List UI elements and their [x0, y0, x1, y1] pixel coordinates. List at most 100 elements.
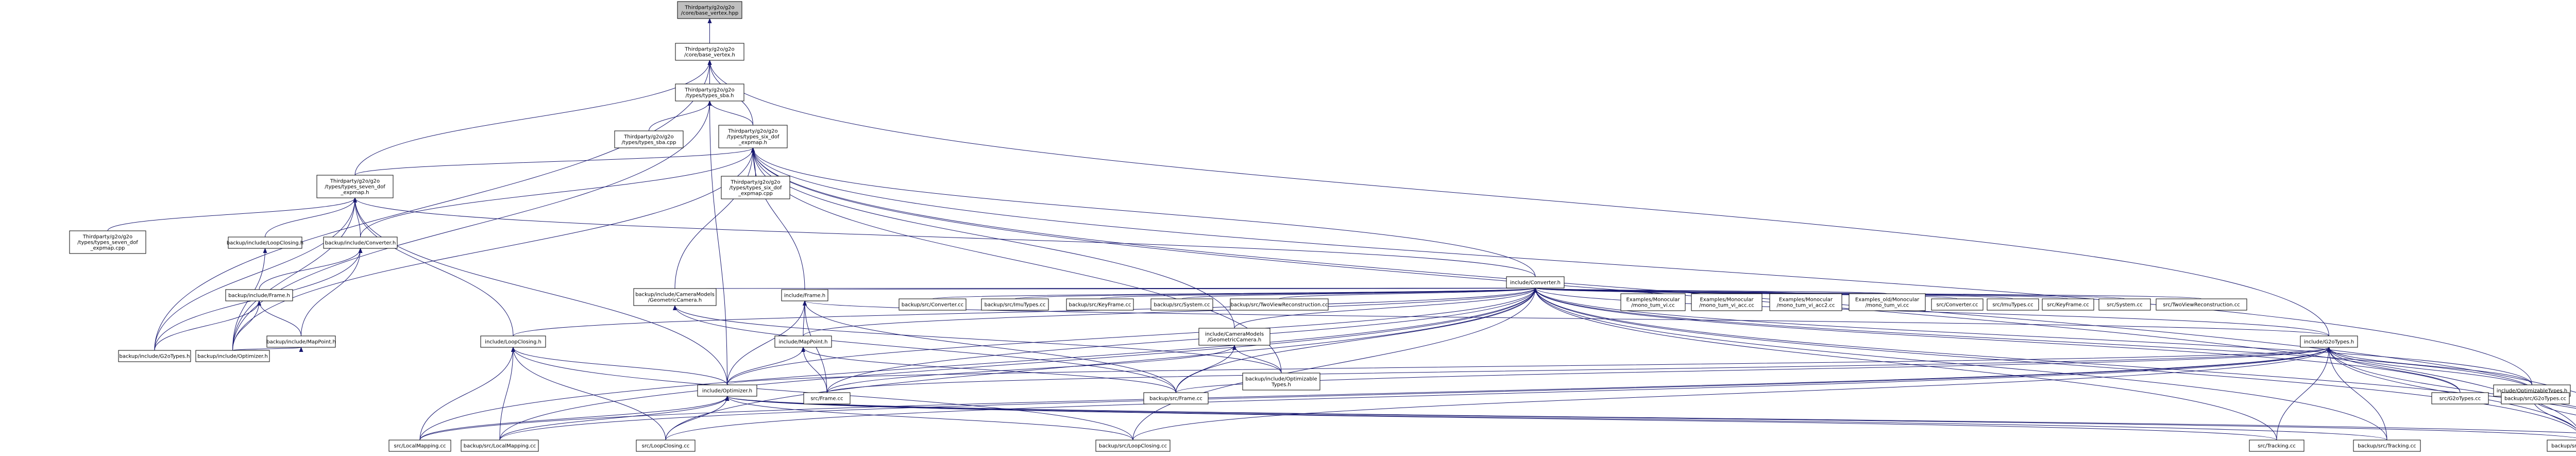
node-box[interactable] [316, 175, 394, 198]
node-box[interactable] [774, 335, 832, 348]
node-b-src-tvr[interactable]: backup/src/TwoViewReconstruction.cc [1230, 298, 1329, 311]
node-box[interactable] [1242, 373, 1320, 391]
node-box[interactable] [1620, 293, 1686, 311]
node-src-lc[interactable]: src/LoopClosing.cc [636, 440, 696, 452]
node-sba-h[interactable]: Thirdparty/g2o/g2o/types/types_sba.h [675, 83, 744, 102]
node-b-src-kf[interactable]: backup/src/KeyFrame.cc [1066, 298, 1134, 311]
edge-src_opt-to-inc_g2o [2327, 347, 2576, 407]
edge-inc_conv-to-six_h [751, 147, 1536, 277]
node-box[interactable] [1095, 440, 1171, 452]
node-ex-mono-acc2[interactable]: Examples/Monocular/mono_tum_vi_acc2.cc [1769, 293, 1842, 311]
node-box[interactable] [2156, 298, 2247, 311]
node-b-src-conv[interactable]: backup/src/Converter.cc [899, 298, 967, 311]
node-box[interactable] [677, 1, 742, 19]
node-inc-mp[interactable]: include/MapPoint.h [774, 335, 832, 348]
node-box[interactable] [636, 440, 696, 452]
node-box[interactable] [721, 176, 790, 199]
node-b-inc-frame[interactable]: backup/include/Frame.h [225, 289, 293, 301]
node-six-cpp[interactable]: Thirdparty/g2o/g2o/types/types_six_dof_e… [721, 176, 790, 199]
node-box[interactable] [1066, 298, 1134, 311]
node-box[interactable] [1150, 298, 1213, 311]
node-seven-h[interactable]: Thirdparty/g2o/g2o/types/types_seven_dof… [316, 175, 394, 198]
node-b-src-lm[interactable]: backup/src/LocalMapping.cc [461, 440, 539, 452]
node-box[interactable] [69, 230, 146, 254]
node-b-src-g2o[interactable]: backup/src/G2oTypes.cc [2501, 392, 2570, 404]
node-box[interactable] [2547, 440, 2576, 452]
node-box[interactable] [2431, 392, 2489, 404]
node-box[interactable] [1931, 298, 1984, 311]
node-box[interactable] [195, 350, 270, 362]
node-b-src-imu[interactable]: backup/src/ImuTypes.cc [981, 298, 1049, 311]
node-b-src-track[interactable]: backup/src/Tracking.cc [2353, 440, 2421, 452]
node-src-kf[interactable]: src/KeyFrame.cc [2042, 298, 2094, 311]
node-box[interactable] [2353, 440, 2421, 452]
node-b-src-frame[interactable]: backup/src/Frame.cc [1143, 392, 1209, 404]
node-b-inc-loop[interactable]: backup/include/LoopClosing.h [227, 237, 303, 249]
node-inc-g2o[interactable]: include/G2oTypes.h [2300, 335, 2358, 348]
node-src-conv[interactable]: src/Converter.cc [1931, 298, 1984, 311]
node-b-src-opt[interactable]: backup/src/Optimizer.cc [2547, 440, 2576, 452]
node-box[interactable] [266, 335, 336, 348]
node-bv-h[interactable]: Thirdparty/g2o/g2o/core/base_vertex.h [675, 43, 744, 61]
node-b-src-sys[interactable]: backup/src/System.cc [1150, 298, 1213, 311]
node-box[interactable] [697, 384, 757, 397]
node-box[interactable] [228, 237, 302, 249]
node-box[interactable] [675, 43, 744, 61]
node-ex-mono-acc[interactable]: Examples/Monocular/mono_tum_vi_acc.cc [1691, 293, 1762, 311]
node-inc-frame[interactable]: include/Frame.h [781, 289, 828, 301]
node-box[interactable] [2300, 335, 2358, 348]
node-box[interactable] [1987, 298, 2039, 311]
node-b-inc-g2o[interactable]: backup/include/G2oTypes.h [118, 350, 191, 362]
node-label-line: include/Converter.h [1510, 280, 1561, 286]
node-b-src-lc[interactable]: backup/src/LoopClosing.cc [1095, 440, 1171, 452]
node-src-imu[interactable]: src/ImuTypes.cc [1987, 298, 2039, 311]
node-inc-opt[interactable]: include/Optimizer.h [697, 384, 757, 397]
node-inc-cam[interactable]: include/CameraModels/GeometricCamera.h [1198, 328, 1270, 346]
node-box[interactable] [1230, 298, 1329, 311]
node-box[interactable] [675, 83, 744, 102]
node-b-inc-mp[interactable]: backup/include/MapPoint.h [266, 335, 336, 348]
node-box[interactable] [718, 125, 788, 148]
node-ex-old-mono[interactable]: Examples_old/Monocular/mono_tum_vi.cc [1849, 293, 1926, 311]
node-ex-mono-vi[interactable]: Examples/Monocular/mono_tum_vi.cc [1620, 293, 1686, 311]
node-box[interactable] [2501, 392, 2570, 404]
node-box[interactable] [1691, 293, 1762, 311]
node-sba-cpp[interactable]: Thirdparty/g2o/g2o/types/types_sba.cpp [614, 130, 684, 148]
node-box[interactable] [1769, 293, 1842, 311]
node-src-tvr[interactable]: src/TwoViewReconstruction.cc [2156, 298, 2247, 311]
node-box[interactable] [899, 298, 967, 311]
node-src-track[interactable]: src/Tracking.cc [2249, 440, 2304, 452]
node-box[interactable] [614, 130, 684, 148]
node-box[interactable] [480, 335, 546, 348]
node-box[interactable] [1506, 276, 1565, 289]
node-box[interactable] [225, 289, 293, 301]
node-b-inc-cam[interactable]: backup/include/CameraModels/GeometricCam… [633, 288, 717, 306]
node-root[interactable]: Thirdparty/g2o/g2o/core/base_vertex.hpp [677, 1, 742, 19]
node-label-line: backup/src/System.cc [1154, 302, 1210, 308]
node-six-h[interactable]: Thirdparty/g2o/g2o/types/types_six_dof_e… [718, 125, 788, 148]
node-box[interactable] [323, 237, 398, 249]
node-src-frame[interactable]: src/Frame.cc [803, 392, 851, 404]
node-box[interactable] [781, 289, 828, 301]
node-b-inc-optable[interactable]: backup/include/OptimizableTypes.h [1242, 373, 1320, 391]
node-box[interactable] [118, 350, 191, 362]
node-inc-loop[interactable]: include/LoopClosing.h [480, 335, 546, 348]
node-box[interactable] [1849, 293, 1926, 311]
node-box[interactable] [1198, 328, 1270, 346]
node-b-inc-conv[interactable]: backup/include/Converter.h [323, 237, 398, 249]
node-box[interactable] [1143, 392, 1209, 404]
node-box[interactable] [981, 298, 1049, 311]
node-box[interactable] [461, 440, 539, 452]
node-box[interactable] [633, 288, 717, 306]
node-box[interactable] [803, 392, 851, 404]
node-box[interactable] [2042, 298, 2094, 311]
node-inc-conv[interactable]: include/Converter.h [1506, 276, 1565, 289]
node-box[interactable] [388, 440, 451, 452]
node-src-lm[interactable]: src/LocalMapping.cc [388, 440, 451, 452]
node-seven-cpp[interactable]: Thirdparty/g2o/g2o/types/types_seven_dof… [69, 230, 146, 254]
node-src-g2o[interactable]: src/G2oTypes.cc [2431, 392, 2489, 404]
node-box[interactable] [2098, 298, 2151, 311]
node-b-inc-opt[interactable]: backup/include/Optimizer.h [195, 350, 270, 362]
node-box[interactable] [2249, 440, 2304, 452]
node-src-sys[interactable]: src/System.cc [2098, 298, 2151, 311]
